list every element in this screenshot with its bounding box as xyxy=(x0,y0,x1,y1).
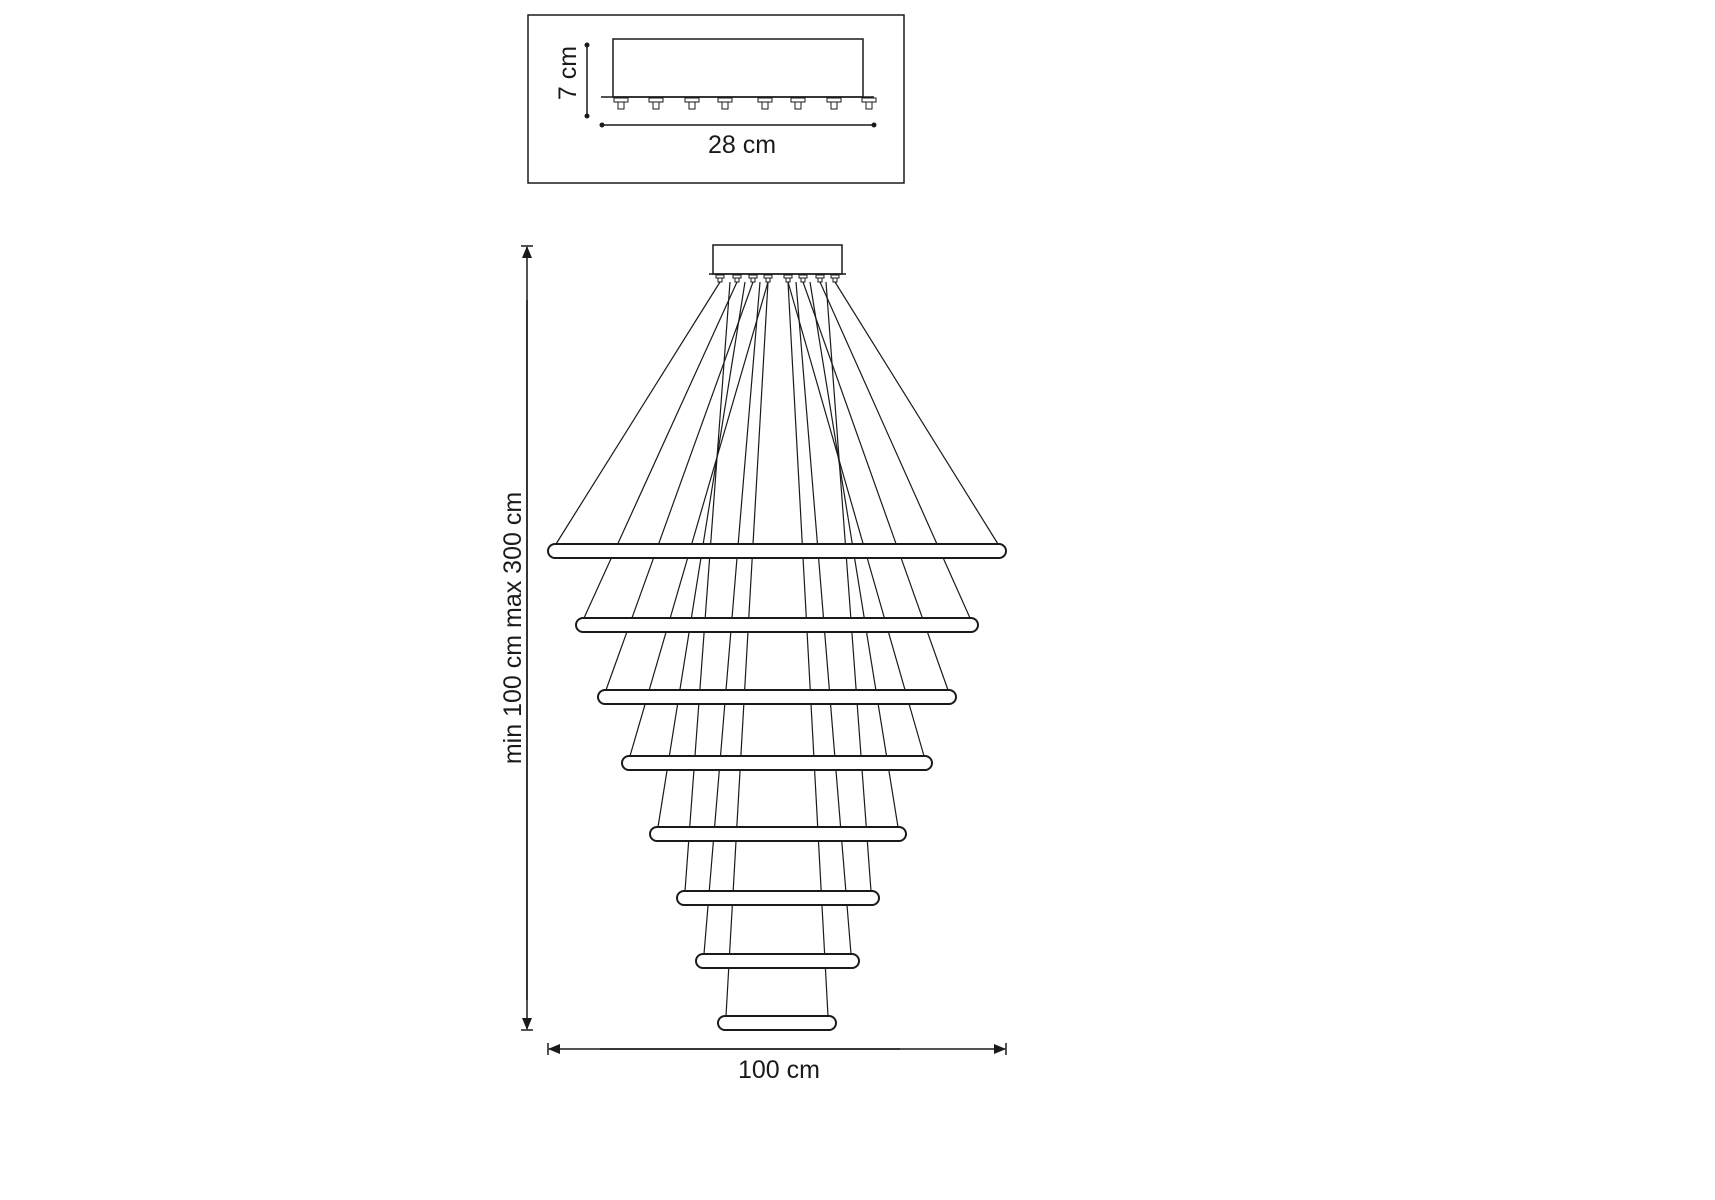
ring xyxy=(695,953,860,969)
mount-icon xyxy=(790,97,806,110)
height-dimension: 7 cm xyxy=(554,42,590,119)
ring xyxy=(676,890,880,906)
mount-icon xyxy=(648,97,664,110)
mount-icon xyxy=(684,97,700,110)
overall-width-label: 100 cm xyxy=(738,1056,820,1084)
ring xyxy=(717,1015,837,1031)
canopy-detail-panel: 7 cm 28 cm xyxy=(527,14,905,184)
ring xyxy=(649,826,907,842)
chandelier xyxy=(547,244,1007,1031)
wire xyxy=(834,281,999,545)
wire xyxy=(787,281,925,757)
wire xyxy=(684,281,731,892)
anchor-icon xyxy=(815,274,825,283)
canopy-height-label: 7 cm xyxy=(554,46,582,100)
canopy-mounts xyxy=(613,97,877,110)
anchor-icon xyxy=(732,274,742,283)
canopy-body xyxy=(612,38,864,98)
ring xyxy=(621,755,933,771)
wire xyxy=(555,281,721,545)
ring xyxy=(575,617,979,633)
wire xyxy=(819,281,971,619)
ring xyxy=(547,543,1007,559)
mount-icon xyxy=(717,97,733,110)
anchor-icon xyxy=(830,274,840,283)
mount-icon xyxy=(826,97,842,110)
canopy xyxy=(712,244,843,275)
wire xyxy=(583,281,738,619)
width-dimension: 28 cm xyxy=(599,122,877,159)
overall-height-label: min 100 cm max 300 cm xyxy=(499,492,527,764)
overall-height-dimension: min 100 cm max 300 cm xyxy=(499,245,533,1031)
rings xyxy=(547,543,1007,1031)
ring xyxy=(597,689,957,705)
wire xyxy=(629,281,769,757)
wire xyxy=(825,281,872,892)
anchor-icon xyxy=(763,274,773,283)
mount-icon xyxy=(613,97,629,110)
overall-width-dimension: 100 cm xyxy=(547,1043,1007,1084)
anchor-icon xyxy=(748,274,758,283)
anchor-icon xyxy=(798,274,808,283)
mount-icon xyxy=(861,97,877,110)
canopy-width-label: 28 cm xyxy=(708,131,776,159)
mount-icon xyxy=(757,97,773,110)
anchor-icon xyxy=(715,274,725,283)
anchor-icon xyxy=(783,274,793,283)
